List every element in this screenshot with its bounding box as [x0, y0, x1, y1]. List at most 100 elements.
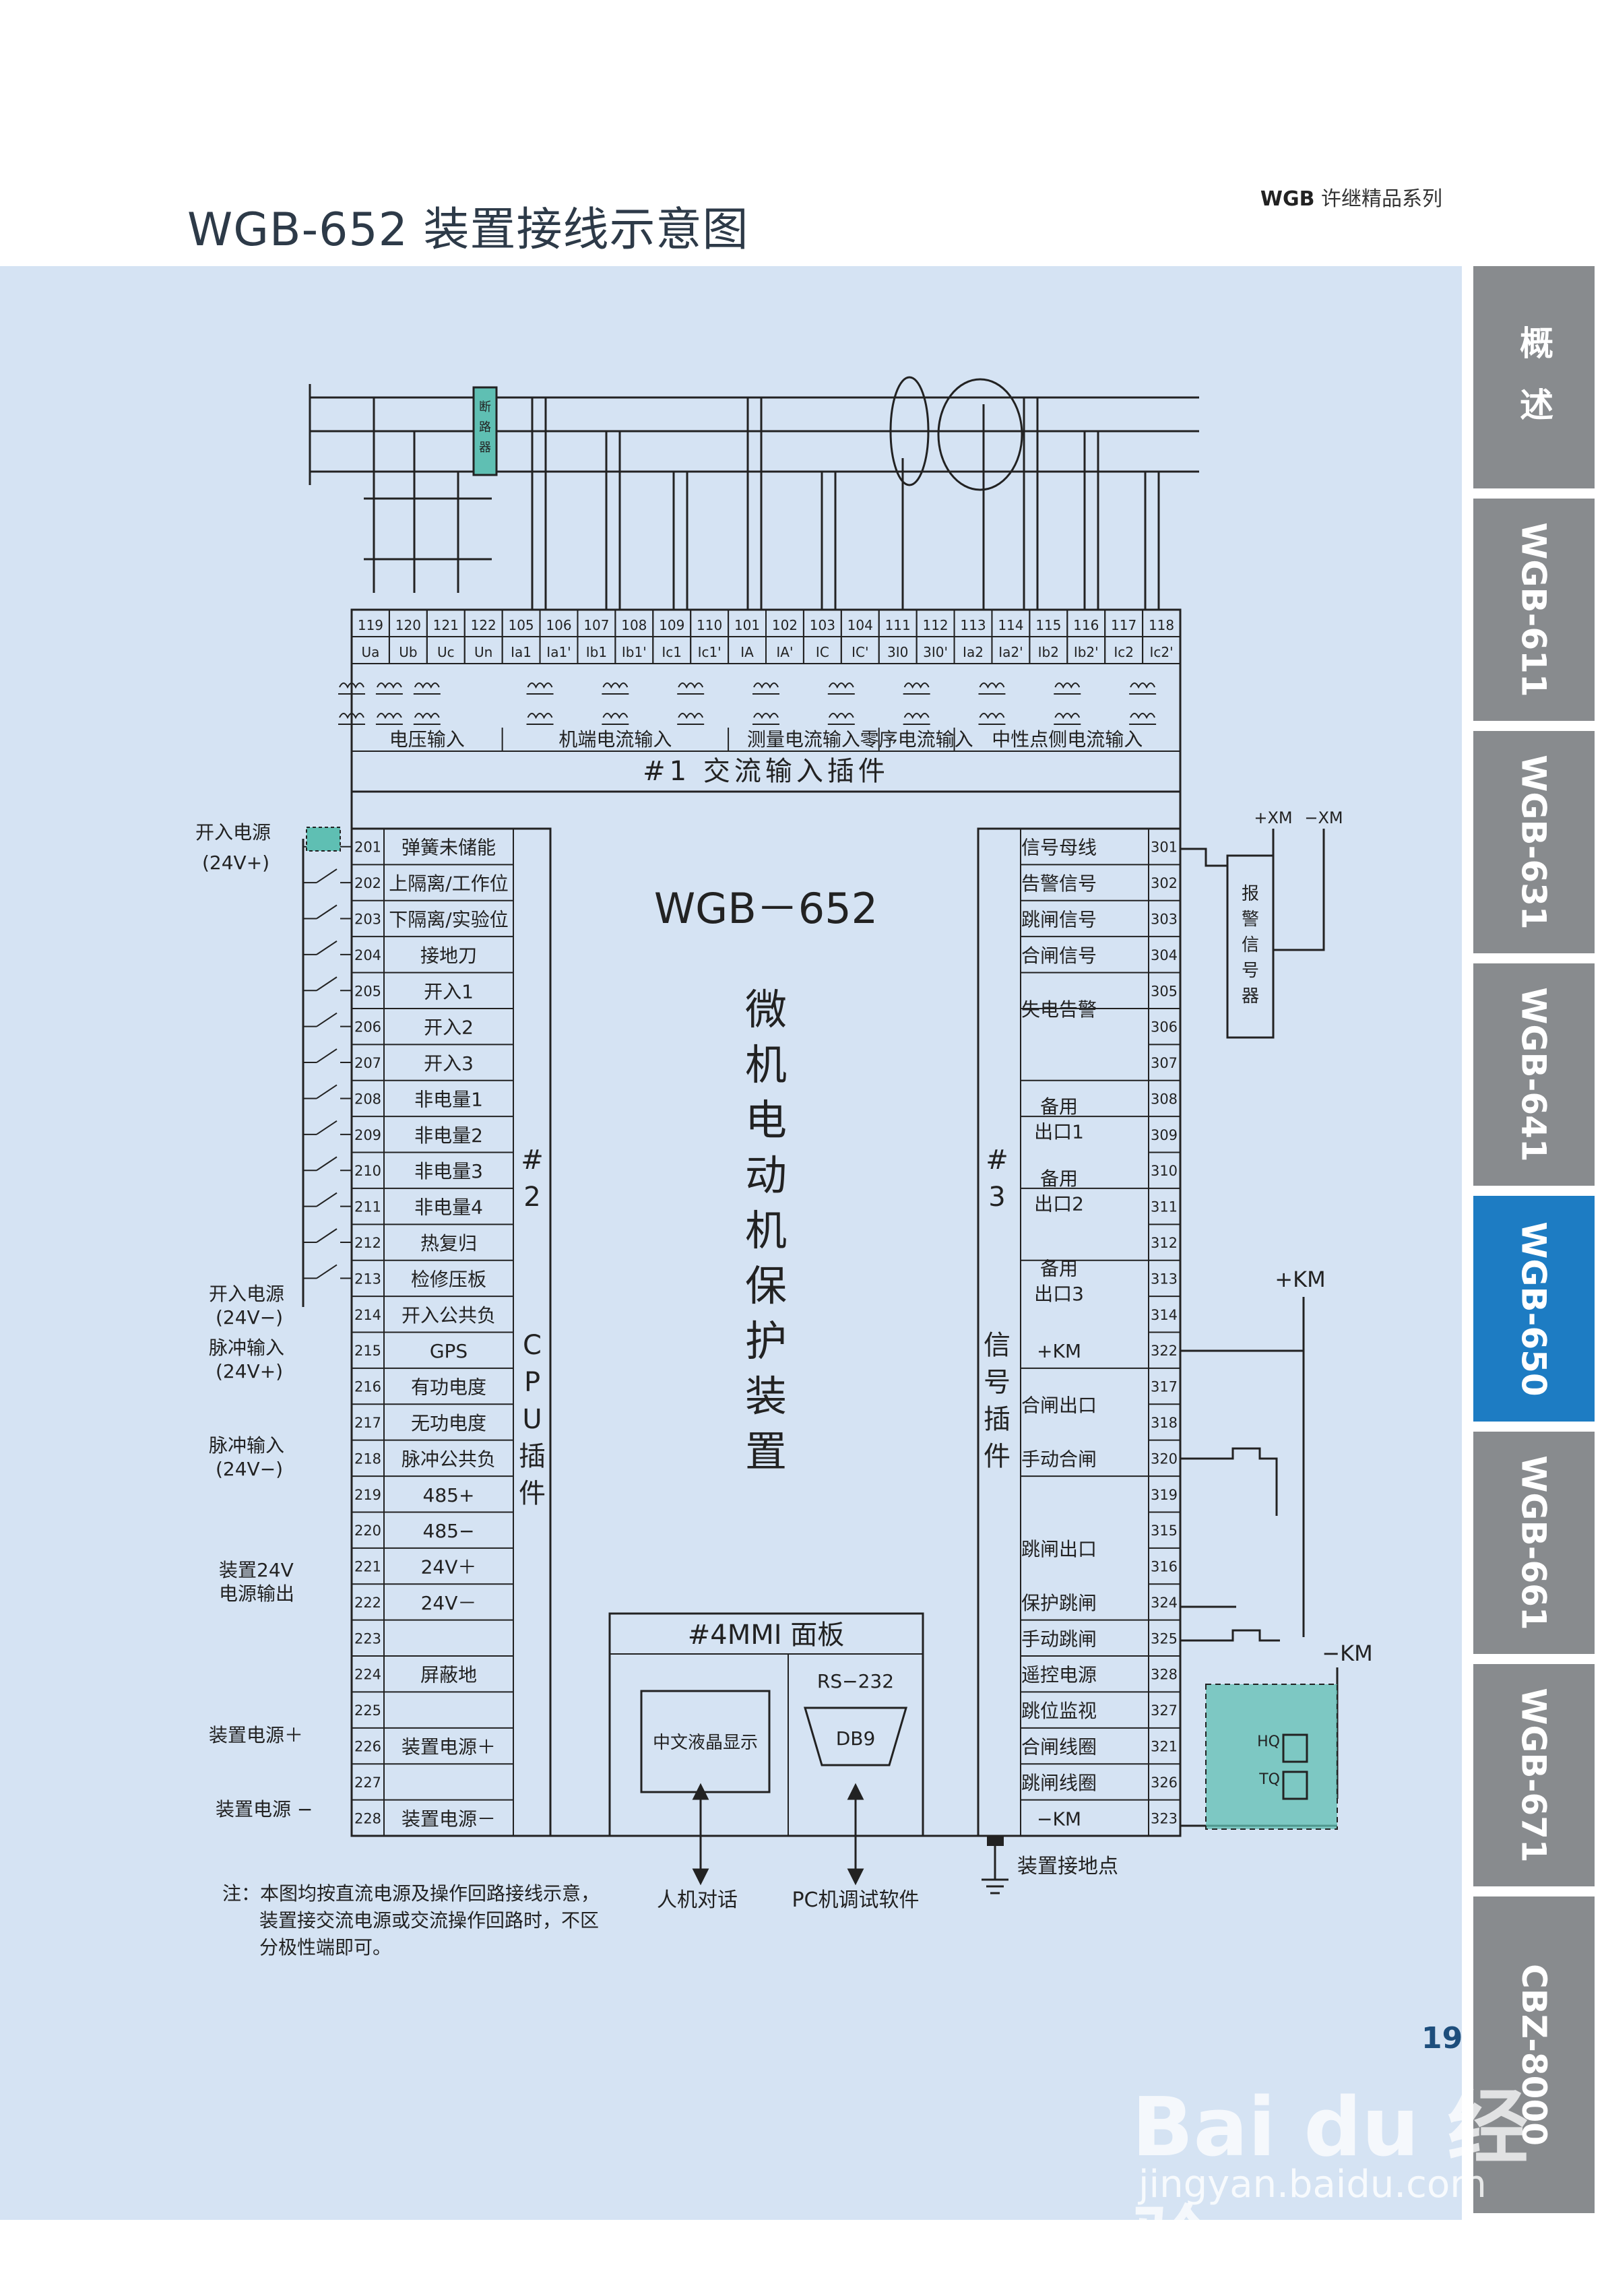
top-terminal-number: 116: [1073, 617, 1099, 633]
diagram-panel: [0, 266, 1462, 2220]
left-terminal-number: 223: [354, 1630, 381, 1647]
top-terminal-signal: Ib2: [1038, 644, 1059, 660]
left-terminal-number: 214: [354, 1307, 381, 1323]
tab-wgb-661[interactable]: WGB-661: [1473, 1432, 1595, 1654]
top-terminal-number: 121: [433, 617, 459, 633]
footnote-line: 分极性端即可。: [259, 1936, 391, 1958]
pc-software-label: PC机调试软件: [792, 1888, 919, 1912]
mmi-panel: [608, 1612, 924, 1837]
db9-connector: [803, 1707, 908, 1766]
right-terminal-number: 325: [1151, 1630, 1178, 1647]
left-annotation: 电源输出: [219, 1583, 294, 1605]
tab-wgb-631[interactable]: WGB-631: [1473, 731, 1595, 953]
top-terminal-number: 101: [734, 617, 760, 633]
svg-text:动: 动: [745, 1151, 787, 1200]
right-terminal-label: 出口2: [1034, 1192, 1084, 1215]
right-terminal-label: 合闸出口: [1021, 1394, 1097, 1416]
top-terminal-signal: IA: [740, 644, 754, 660]
top-terminal-number: 119: [358, 617, 383, 633]
breaker: [472, 386, 498, 476]
left-terminal-number: 201: [354, 839, 381, 856]
right-terminal-number: 305: [1151, 983, 1178, 999]
top-terminal-number: 114: [998, 617, 1023, 633]
right-terminal-number: 303: [1151, 911, 1178, 927]
page-title: WGB-652 装置接线示意图: [187, 203, 749, 257]
left-annotation: 装置24V: [219, 1559, 294, 1581]
right-terminal-label: 手动合闸: [1021, 1448, 1097, 1470]
right-terminal-number: 301: [1151, 839, 1178, 856]
left-terminal-label: 485+: [423, 1484, 475, 1506]
left-terminal-label: 有功电度: [411, 1376, 486, 1399]
top-terminal-signal: Ib2': [1074, 644, 1099, 660]
right-terminal-number: 311: [1151, 1199, 1178, 1215]
left-terminal-label: 开入2: [424, 1017, 474, 1039]
svg-text:插: 插: [519, 1441, 546, 1472]
left-terminal-label: 非电量3: [414, 1160, 483, 1182]
right-terminal-number: 302: [1151, 875, 1178, 891]
footnote: 注：本图均按直流电源及操作回路接线示意，装置接交流电源或交流操作回路时，不区分极…: [222, 1882, 600, 1958]
left-terminal-label: 485−: [423, 1520, 475, 1542]
tab-wgb-611[interactable]: WGB-611: [1473, 499, 1595, 721]
top-terminal-number: 105: [508, 617, 534, 633]
tab-wgb-671[interactable]: WGB-671: [1473, 1664, 1595, 1886]
left-terminal-label: 24V－: [421, 1592, 477, 1614]
left-terminal-label: 接地刀: [420, 945, 477, 967]
right-terminal-label: 备用: [1040, 1257, 1078, 1279]
tab-wgb-650[interactable]: WGB-650: [1473, 1196, 1595, 1422]
left-terminal-number: 224: [354, 1667, 381, 1683]
left-annotation: 脉冲输入: [209, 1434, 284, 1457]
right-terminal-number: 314: [1151, 1307, 1178, 1323]
svg-text:插: 插: [984, 1404, 1010, 1435]
left-terminal-number: 209: [354, 1127, 381, 1143]
right-terminal-number: 307: [1151, 1055, 1178, 1071]
db9-label: DB9: [836, 1727, 876, 1750]
svg-text:机: 机: [745, 1040, 787, 1089]
left-terminal-label: 下隔离/实验位: [389, 908, 508, 930]
lcd-box: [640, 1690, 771, 1793]
left-terminal-label: 24V＋: [421, 1556, 477, 1578]
lcd-label: 中文液晶显示: [653, 1733, 758, 1753]
left-annotation: (24V+): [216, 1360, 283, 1382]
left-annotation: 装置电源 −: [216, 1798, 313, 1820]
right-terminal-number: 313: [1151, 1271, 1178, 1287]
svg-text:装: 装: [745, 1372, 787, 1421]
right-terminal-number: 304: [1151, 947, 1178, 963]
tab-cbz-8000[interactable]: CBZ-8000: [1473, 1896, 1595, 2213]
svg-text:警: 警: [1242, 910, 1259, 930]
left-terminal-label: 脉冲公共负: [402, 1448, 496, 1470]
input-group-label: 电压输入: [389, 728, 465, 751]
tab-wgb-641[interactable]: WGB-641: [1473, 963, 1595, 1186]
left-terminal-number: 218: [354, 1450, 381, 1467]
left-terminal-label: 非电量4: [414, 1197, 483, 1219]
hmi-label: 人机对话: [657, 1888, 738, 1912]
right-terminal-label: 备用: [1040, 1095, 1078, 1118]
top-terminal-signal: Ia1': [546, 644, 571, 660]
rs232-label: RS−232: [817, 1670, 894, 1692]
watermark-url: jingyan.baidu.com: [1138, 2163, 1487, 2206]
left-annotation: (24V−): [216, 1458, 283, 1480]
left-annotation: 脉冲输入: [209, 1337, 284, 1359]
top-terminal-signal: Ic2': [1149, 644, 1173, 660]
breaker-coil-box: [1205, 1684, 1338, 1830]
left-terminal-number: 226: [354, 1739, 381, 1755]
top-terminal-number: 112: [922, 617, 948, 633]
svg-text:护: 护: [745, 1316, 787, 1366]
top-terminal-signal: Ib1': [622, 644, 647, 660]
footnote-line: 注：本图均按直流电源及操作回路接线示意，: [222, 1882, 600, 1905]
right-terminal-label: 合闸线圈: [1021, 1736, 1097, 1758]
right-terminal-number: 312: [1151, 1235, 1178, 1251]
xm-plus-label: +XM: [1254, 808, 1292, 827]
left-terminal-label: 弹簧未储能: [402, 837, 496, 859]
input-group-label: 零序电流输入: [860, 728, 973, 751]
right-terminal-label: 出口1: [1034, 1121, 1084, 1143]
top-terminal-number: 117: [1111, 617, 1136, 633]
right-terminal-number: 318: [1151, 1415, 1178, 1431]
hq-label: HQ: [1257, 1733, 1280, 1750]
right-terminal-number: 309: [1151, 1127, 1178, 1143]
tab-overview[interactable]: 概 述: [1473, 266, 1595, 488]
top-terminal-row: 119Ua120Ub121Uc122Un105Ia1106Ia1'107Ib11…: [351, 609, 1182, 664]
top-terminal-signal: Ia2: [963, 644, 984, 660]
breaker-label: 断路器: [479, 400, 491, 455]
